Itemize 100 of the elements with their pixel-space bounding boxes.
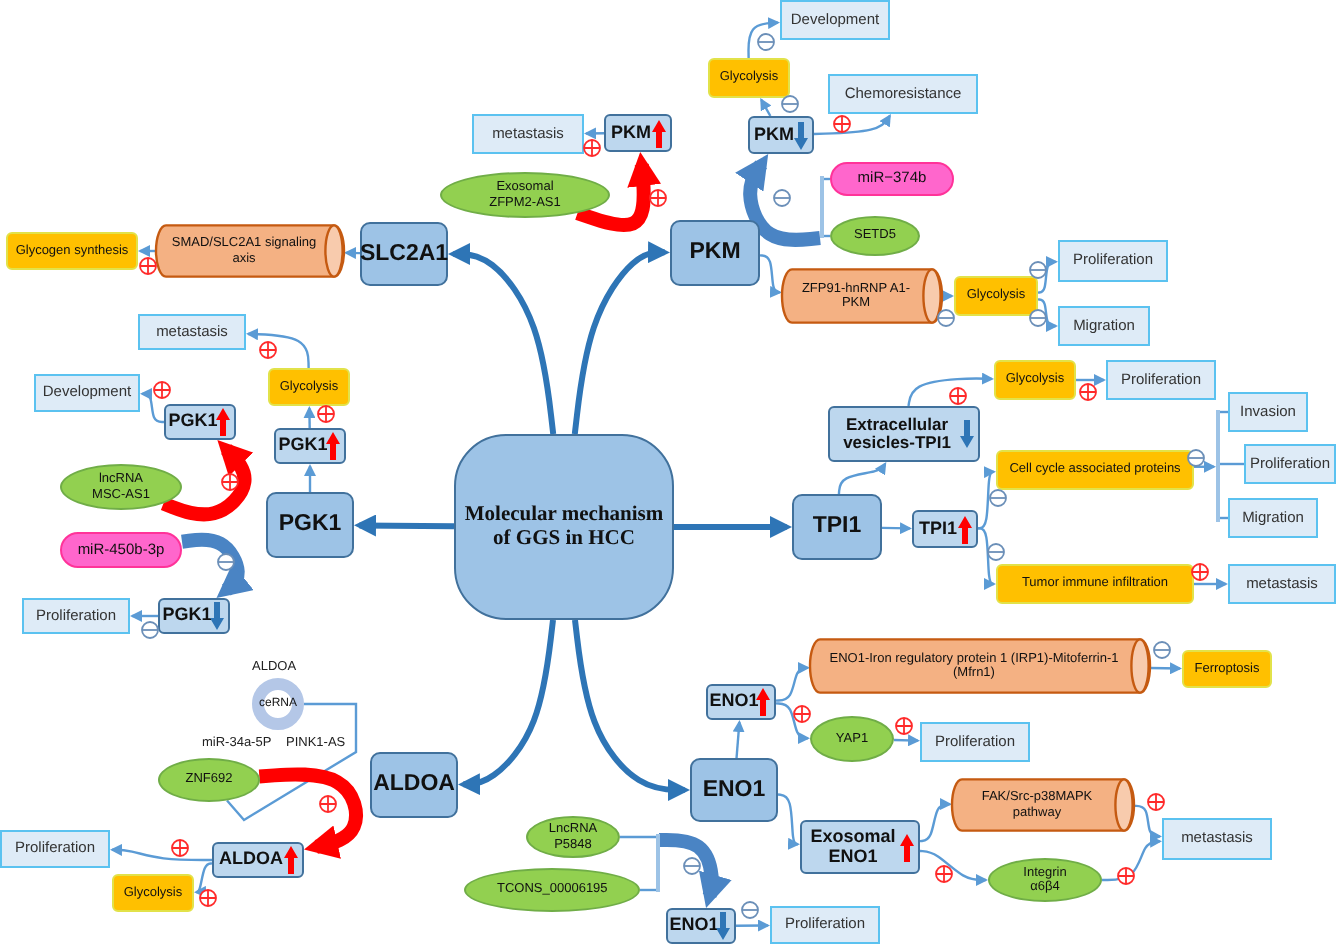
arrow [1037, 256, 1058, 294]
arrow [777, 793, 800, 850]
connector-line [620, 835, 656, 839]
node-label: ENO1 [669, 916, 719, 936]
arrow [919, 849, 988, 886]
outcome-box [22, 598, 130, 634]
gene-box [912, 510, 978, 548]
gene-box [266, 492, 354, 558]
process-box [268, 368, 350, 406]
arrow [458, 619, 556, 796]
regulator-ellipse [830, 216, 920, 256]
regulator-ellipse [526, 816, 620, 858]
outcome-box [1228, 564, 1336, 604]
arrow [907, 372, 994, 407]
connector-line [226, 702, 358, 822]
node-label: PKM [754, 125, 794, 145]
cerna-ring [252, 678, 304, 730]
gene-box [666, 908, 736, 944]
outcome-box [0, 830, 110, 868]
arrow [736, 919, 770, 932]
outcome-box [472, 114, 584, 154]
arrow [303, 406, 316, 428]
outcome-box [1228, 498, 1318, 538]
arrow [575, 152, 662, 233]
arrow [160, 440, 254, 522]
arrow [813, 114, 891, 136]
arrow [881, 522, 912, 535]
gene-box [800, 820, 920, 874]
node-label: Exosomal ENO1 [808, 827, 898, 867]
arrow [732, 720, 745, 759]
node-label: PKM [611, 123, 651, 143]
arrow [354, 514, 455, 537]
arrow [837, 462, 887, 495]
arrow [977, 466, 996, 530]
process-box [112, 874, 194, 912]
process-box [954, 276, 1038, 316]
arrow [760, 98, 772, 117]
arrow [1134, 804, 1162, 843]
process-box [996, 564, 1194, 604]
gene-box [792, 494, 882, 560]
arrow [1076, 374, 1106, 386]
arrow [735, 154, 821, 247]
arrow [138, 245, 156, 257]
arrow [747, 17, 780, 59]
outcome-box [828, 74, 978, 114]
gene-box [748, 116, 814, 154]
outcome-box [1228, 392, 1308, 432]
outcome-box [1162, 818, 1272, 860]
arrow [775, 702, 810, 745]
node-label: ALDOA [373, 772, 455, 798]
arrow [1150, 662, 1182, 675]
node-label: PGK1 [162, 606, 212, 626]
connector-line [1219, 462, 1244, 466]
arrow [1102, 835, 1162, 882]
arrow [130, 610, 158, 622]
node-label: TPI1 [812, 514, 862, 540]
arrow [1037, 298, 1058, 332]
process-box [994, 360, 1076, 400]
gene-box [690, 758, 778, 822]
outcome-box [1244, 444, 1336, 484]
node-label: Molecular mechanism of GGS in HCC [462, 503, 666, 551]
gene-box [370, 752, 458, 818]
outcome-box [34, 374, 140, 412]
arrow [571, 241, 670, 435]
gene-box [274, 428, 346, 464]
node-label: ENO1 [702, 777, 766, 803]
arrow [978, 527, 996, 590]
gene-box [164, 404, 236, 440]
process-box [996, 450, 1194, 490]
arrow [448, 243, 557, 435]
node-label: Extracellular vesicles-TPI1 [841, 415, 953, 453]
arrow [674, 516, 792, 538]
arrow [246, 328, 310, 369]
regulator-ellipse [988, 858, 1102, 902]
arrow [1194, 460, 1216, 473]
node-label: PGK1 [168, 412, 218, 432]
node-label: ALDOA [219, 850, 283, 870]
arrow [344, 247, 361, 260]
regulator-ellipse [810, 716, 894, 762]
outcome-box [1058, 306, 1150, 346]
arrow [140, 388, 164, 424]
arrow [759, 254, 782, 298]
regulator-pill [60, 532, 182, 568]
process-box [708, 58, 790, 98]
arrow [572, 619, 690, 801]
arrow [181, 532, 254, 598]
gene-box [604, 114, 672, 152]
outcome-box [780, 0, 890, 40]
arrow [194, 862, 213, 898]
arrow [584, 127, 604, 140]
node-label: PKM [689, 240, 741, 266]
gene-box [158, 598, 230, 634]
node-label: PGK1 [278, 436, 328, 456]
node-label: TPI1 [918, 519, 957, 539]
process-box [1182, 650, 1272, 688]
arrow [919, 798, 952, 843]
outcome-box [1058, 240, 1168, 282]
gene-box [706, 684, 776, 720]
outcome-box [138, 314, 246, 350]
node-label: SLC2A1 [359, 241, 449, 267]
